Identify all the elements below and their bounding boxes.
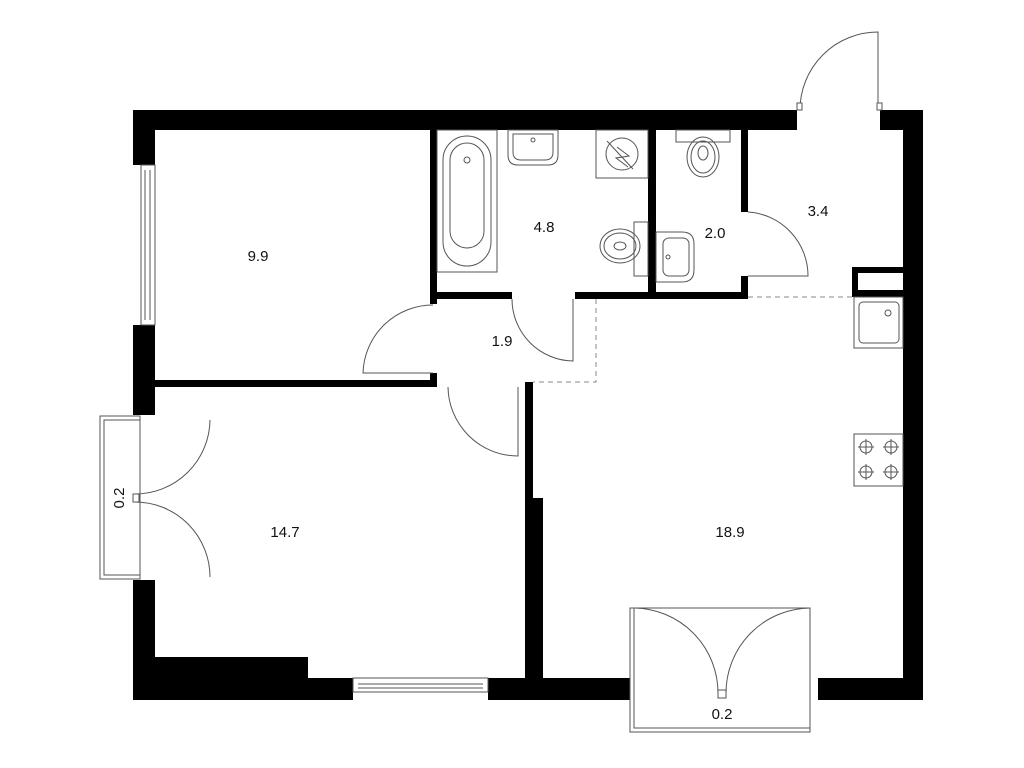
area-label-toilet: 2.0 [705,225,726,242]
balcony-bottom [629,607,811,733]
area-labels: 9.9 4.8 2.0 3.4 1.9 14.7 18.9 0.2 0.2 [111,203,828,723]
sink-icon [507,129,559,166]
area-label-living-room: 14.7 [270,524,299,541]
area-label-kitchen-living: 18.9 [715,524,744,541]
toilet-icon-bathroom [599,221,649,277]
doors [362,211,809,457]
entrance-door [796,31,883,111]
toilet-icon [675,129,731,178]
washing-machine-icon [595,129,649,179]
area-label-bathroom: 4.8 [534,219,555,236]
area-label-balcony-bottom: 0.2 [712,706,733,723]
balcony-left [99,415,211,580]
bathtub-icon [436,129,498,273]
sink-icon-toilet [655,231,695,283]
window-living-room [352,677,489,693]
walls [133,110,923,700]
area-label-entrance-hall: 3.4 [808,203,829,220]
stove-icon [853,433,904,487]
area-label-bedroom: 9.9 [248,248,269,265]
openings [533,296,852,383]
area-label-corridor: 1.9 [492,333,513,350]
area-label-balcony-left: 0.2 [111,488,128,509]
window-bedroom [140,164,156,326]
kitchen-sink-icon [853,296,904,349]
